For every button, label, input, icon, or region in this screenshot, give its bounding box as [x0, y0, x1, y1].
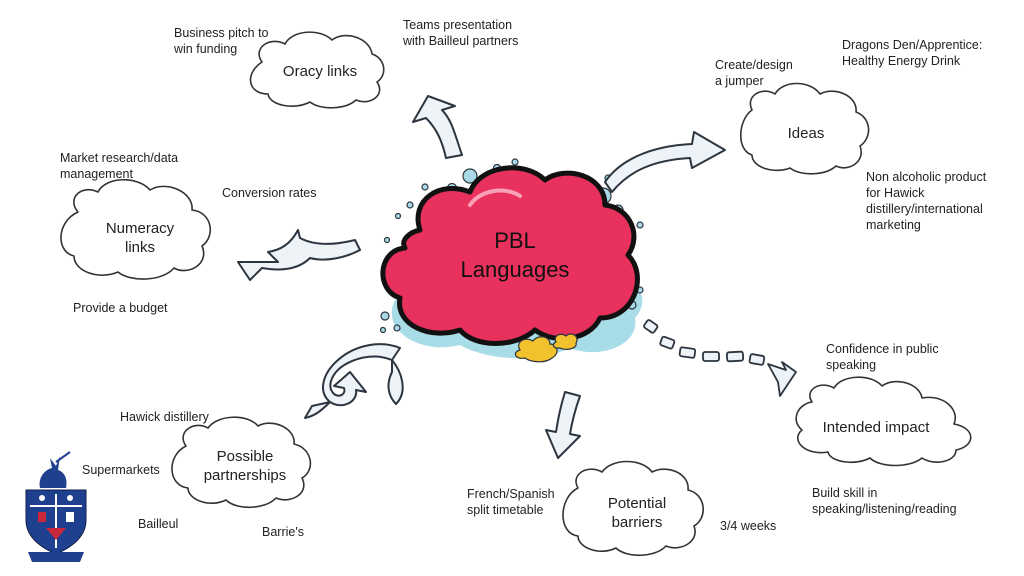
ideas-note-1a: Create/design — [715, 58, 793, 72]
numeracy-note-3: Provide a budget — [73, 301, 168, 315]
potential-barriers-node: Potential barriers French/Spanish split … — [467, 460, 776, 557]
ideas-node: Ideas Create/design a jumper Dragons Den… — [715, 38, 987, 232]
oracy-title: Oracy links — [283, 63, 357, 80]
partnerships-cloud — [171, 416, 312, 509]
numeracy-links-node: Numeracy links Market research/data mana… — [60, 151, 317, 315]
arrow-to-oracy — [412, 95, 463, 159]
central-cloud-body — [380, 165, 640, 346]
small-yellow-cloud — [514, 336, 558, 363]
partnerships-note-1: Hawick distillery — [120, 410, 210, 424]
oracy-note-2b: with Bailleul partners — [402, 34, 518, 48]
intended-impact-node: Intended impact Confidence in public spe… — [795, 342, 972, 516]
impact-title: Intended impact — [823, 419, 931, 436]
arrow-to-partnerships — [304, 343, 404, 419]
impact-note-1b: speaking — [826, 358, 876, 372]
ideas-note-2b: Healthy Energy Drink — [842, 54, 961, 68]
oracy-note-1b: win funding — [173, 42, 237, 56]
arrow-to-ideas — [604, 131, 726, 193]
partnerships-note-3: Bailleul — [138, 517, 178, 531]
ideas-note-3a: Non alcoholic product — [866, 170, 987, 184]
ideas-note-3d: marketing — [866, 218, 921, 232]
barriers-note-1b: split timetable — [467, 503, 543, 517]
barriers-cloud — [562, 460, 704, 557]
impact-note-1a: Confidence in public — [826, 342, 939, 356]
ideas-note-3b: for Hawick — [866, 186, 925, 200]
numeracy-note-1b: management — [60, 167, 133, 181]
arrow-to-barriers — [545, 391, 581, 459]
ideas-note-2a: Dragons Den/Apprentice: — [842, 38, 982, 52]
impact-note-2b: speaking/listening/reading — [812, 502, 957, 516]
barriers-note-1a: French/Spanish — [467, 487, 555, 501]
barriers-title-line1: Potential — [608, 495, 666, 512]
center-title-line2: Languages — [461, 257, 570, 282]
oracy-note-1a: Business pitch to — [174, 26, 269, 40]
barriers-title-line2: barriers — [612, 514, 663, 531]
central-cloud-highlight — [468, 188, 522, 207]
oracy-cloud — [249, 31, 385, 109]
ideas-title: Ideas — [788, 125, 825, 142]
partnerships-note-2: Supermarkets — [82, 463, 160, 477]
oracy-note-2a: Teams presentation — [403, 18, 512, 32]
numeracy-title-line2: links — [125, 239, 155, 256]
ideas-cloud — [740, 82, 870, 175]
partnerships-title-line2: partnerships — [204, 467, 287, 484]
impact-note-2a: Build skill in — [812, 486, 877, 500]
partnerships-note-4: Barrie's — [262, 525, 304, 539]
impact-cloud — [795, 376, 972, 467]
ideas-note-1b: a jumper — [715, 74, 764, 88]
oracy-links-node: Oracy links Business pitch to win fundin… — [173, 18, 518, 109]
numeracy-note-1a: Market research/data — [60, 151, 178, 165]
numeracy-cloud — [60, 179, 212, 280]
partnerships-title-line1: Possible — [217, 448, 274, 465]
small-yellow-cloud-2 — [552, 333, 578, 350]
numeracy-note-2: Conversion rates — [222, 186, 317, 200]
center-title-line1: PBL — [494, 228, 536, 253]
arrow-to-impact — [643, 319, 797, 397]
ideas-note-3c: distillery/international — [866, 202, 983, 216]
school-crest-icon — [25, 451, 87, 562]
arrow-to-numeracy — [237, 229, 361, 281]
possible-partnerships-node: Possible partnerships Hawick distillery … — [82, 410, 312, 539]
central-cloud: PBL Languages — [379, 158, 644, 363]
barriers-note-2: 3/4 weeks — [720, 519, 776, 533]
numeracy-title-line1: Numeracy — [106, 220, 175, 237]
